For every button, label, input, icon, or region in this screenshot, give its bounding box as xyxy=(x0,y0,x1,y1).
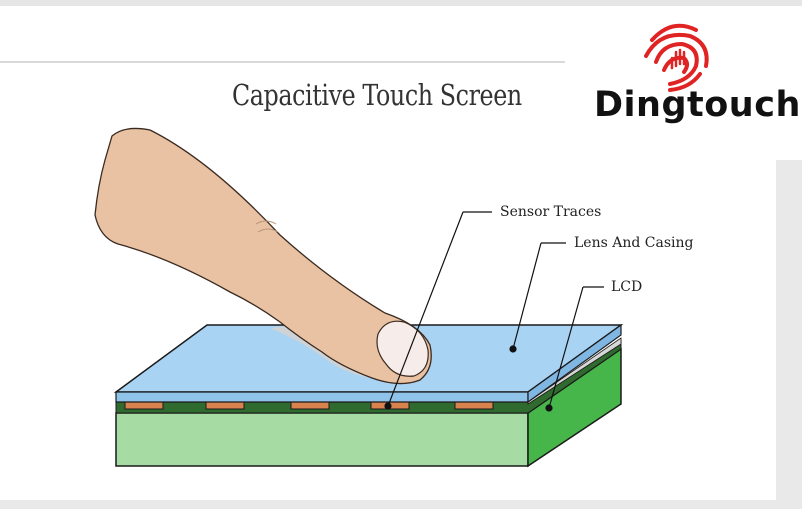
sensor-trace xyxy=(454,401,494,410)
leader-lines xyxy=(384,211,604,412)
lens-dot xyxy=(509,345,517,353)
lcd-front-face xyxy=(115,412,529,467)
sensor-trace xyxy=(205,401,245,410)
bottom-frame-bar xyxy=(0,500,802,509)
sensor-trace xyxy=(290,401,330,410)
logo-wordmark: Dingtouch xyxy=(594,85,801,125)
header-rule xyxy=(0,61,565,63)
label-sensor-traces: Sensor Traces xyxy=(500,204,601,220)
right-frame-bar xyxy=(776,160,802,505)
lens-right-edge xyxy=(527,323,622,404)
lens-leader xyxy=(512,242,542,350)
sensor-traces-leader xyxy=(387,211,464,407)
diagram-title: Capacitive Touch Screen xyxy=(232,78,522,112)
lens-front-edge xyxy=(115,391,529,403)
gap-strip xyxy=(527,337,622,405)
sensor-traces-dot xyxy=(384,402,392,410)
lcd-leader xyxy=(548,286,584,409)
label-lens-and-casing: Lens And Casing xyxy=(574,235,694,251)
knuckle-wrinkle xyxy=(255,220,277,225)
label-lcd: LCD xyxy=(611,279,642,295)
sensor-trace xyxy=(124,401,164,410)
fingerprint-hand-icon xyxy=(644,23,709,92)
top-frame-bar xyxy=(0,0,802,6)
lcd-dot xyxy=(545,404,553,412)
knuckle-wrinkle xyxy=(257,228,279,233)
finger xyxy=(94,127,432,385)
